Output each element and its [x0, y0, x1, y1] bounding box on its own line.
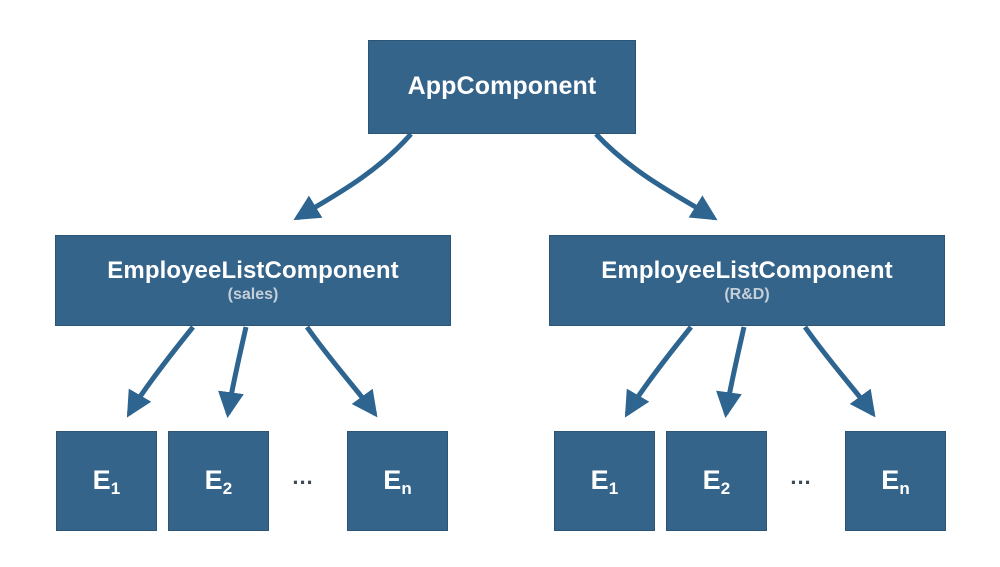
- node-employee-list-sales-subtitle: (sales): [227, 285, 279, 303]
- node-employee-list-component-rnd[interactable]: EmployeeListComponent (R&D): [549, 235, 945, 326]
- node-employee-list-sales-label: EmployeeListComponent: [107, 256, 399, 284]
- node-employee-list-rnd-subtitle: (R&D): [724, 285, 770, 303]
- edge-rnd-to-en: [802, 325, 876, 418]
- node-employee-sales-1[interactable]: E1: [56, 431, 157, 531]
- edge-sales-to-e1: [126, 325, 195, 418]
- edge-sales-to-en: [304, 325, 378, 418]
- node-employee-rnd-1[interactable]: E1: [554, 431, 655, 531]
- node-app-component[interactable]: AppComponent: [368, 40, 636, 134]
- node-employee-rnd-n[interactable]: En: [845, 431, 946, 531]
- node-employee-rnd-2[interactable]: E2: [666, 431, 767, 531]
- node-employee-rnd-1-label: E1: [590, 465, 619, 499]
- edge-rnd-to-e1: [624, 325, 693, 418]
- node-app-component-label: AppComponent: [407, 72, 597, 101]
- node-employee-sales-n-label: En: [383, 465, 412, 499]
- node-employee-list-component-sales[interactable]: EmployeeListComponent (sales): [55, 235, 451, 326]
- edge-app-to-sales: [293, 132, 413, 221]
- node-employee-sales-n[interactable]: En: [347, 431, 448, 531]
- node-employee-list-rnd-label: EmployeeListComponent: [601, 256, 893, 284]
- ellipsis-sales: ...: [292, 464, 314, 489]
- edge-app-to-rnd: [594, 132, 718, 221]
- node-employee-sales-1-label: E1: [92, 465, 121, 499]
- node-employee-sales-2-label: E2: [204, 465, 233, 499]
- node-employee-rnd-n-label: En: [881, 465, 910, 499]
- ellipsis-rnd: ...: [790, 464, 812, 489]
- edge-rnd-to-e2: [716, 326, 747, 419]
- node-employee-rnd-2-label: E2: [702, 465, 731, 499]
- edge-sales-to-e2: [218, 326, 249, 419]
- node-employee-sales-2[interactable]: E2: [168, 431, 269, 531]
